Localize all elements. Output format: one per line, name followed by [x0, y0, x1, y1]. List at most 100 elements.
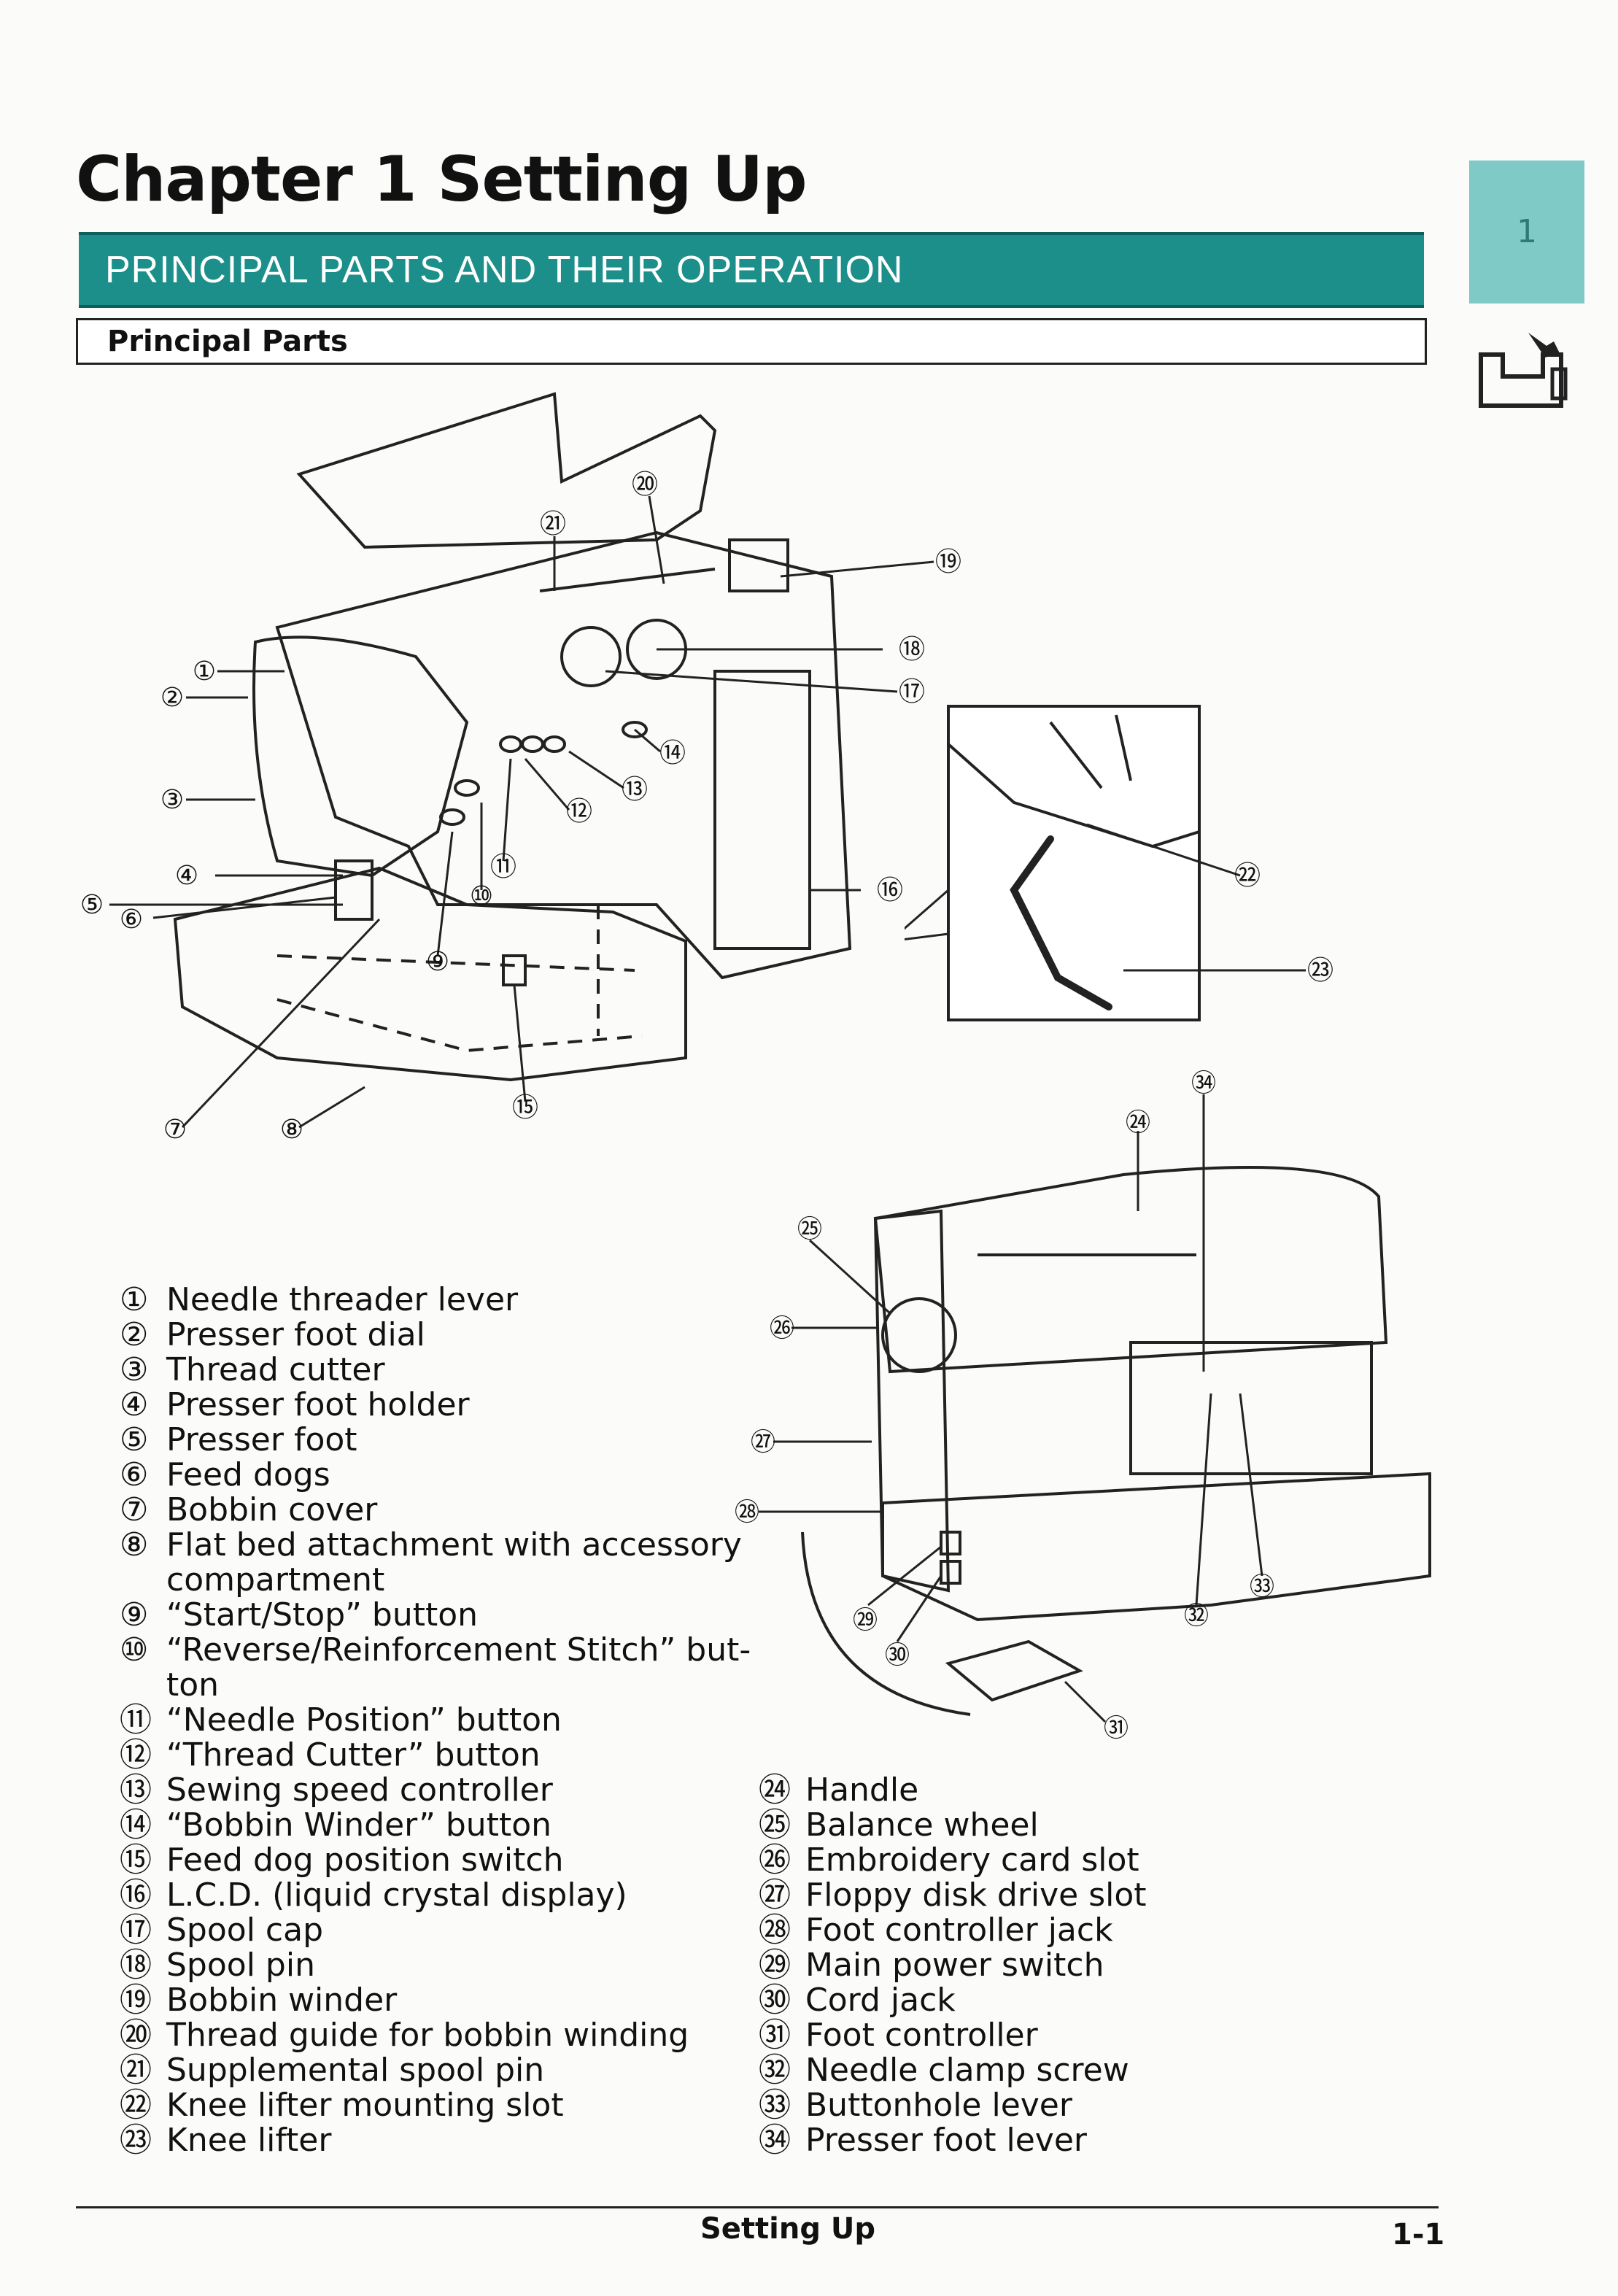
- legend-label: Thread guide for bobbin winding: [166, 2017, 689, 2054]
- legend-item: ㉕ Balance wheel: [759, 1808, 1357, 1843]
- legend-label: Foot controller jack: [805, 1912, 1113, 1949]
- legend-label: Presser foot: [166, 1421, 357, 1458]
- legend-number: ㉙: [759, 1947, 791, 1984]
- legend-label: Bobbin cover: [166, 1491, 378, 1528]
- legend-number: ①: [120, 1281, 149, 1318]
- legend-label: Handle: [805, 1771, 919, 1809]
- callout-10: ⑩: [470, 881, 493, 911]
- subsection-title: Principal Parts: [107, 325, 348, 358]
- chapter-tab-number: 1: [1517, 213, 1537, 250]
- legend-item: ⑨ “Start/Stop” button: [120, 1598, 703, 1633]
- callout-5: ⑤: [80, 890, 104, 920]
- legend-label: Needle threader lever: [166, 1281, 519, 1318]
- legend-number: ㉗: [759, 1876, 791, 1914]
- legend-item: ton: [120, 1668, 703, 1703]
- machine-bed: [173, 866, 687, 1082]
- callout-28: ㉘: [735, 1498, 759, 1527]
- section-banner: PRINCIPAL PARTS AND THEIR OPERATION: [79, 232, 1424, 308]
- footer-rule: [76, 2206, 1439, 2208]
- legend-label: Balance wheel: [805, 1806, 1039, 1844]
- legend-item: ㉜ Needle clamp screw: [759, 2053, 1357, 2088]
- legend-label: Knee lifter: [166, 2122, 332, 2159]
- machine-arm: [275, 530, 852, 980]
- legend-label: “Thread Cutter” button: [166, 1736, 541, 1774]
- legend-label: Embroidery card slot: [805, 1841, 1139, 1879]
- legend-label: Presser foot dial: [166, 1316, 425, 1353]
- callout-12: ⑫: [566, 797, 592, 827]
- callout-23: ㉓: [1307, 956, 1334, 986]
- legend-label: “Start/Stop” button: [166, 1596, 479, 1634]
- legend-label: Presser foot holder: [166, 1386, 470, 1423]
- callout-24: ㉔: [1126, 1108, 1150, 1137]
- top-cover-lid: [296, 392, 717, 549]
- legend-item: ㉓ Knee lifter: [120, 2123, 703, 2158]
- legend-item: ㉑ Supplemental spool pin: [120, 2053, 703, 2088]
- legend-label: “Needle Position” button: [166, 1701, 562, 1739]
- callout-8: ⑧: [280, 1115, 303, 1145]
- callout-9: ⑨: [426, 947, 449, 977]
- legend-number: ⑨: [120, 1596, 149, 1634]
- legend-label: Thread cutter: [166, 1351, 385, 1388]
- legend-item: ⑪“Needle Position” button: [120, 1703, 703, 1738]
- subsection-box: Principal Parts: [76, 318, 1427, 365]
- legend-item: ⑦ Bobbin cover: [120, 1493, 703, 1528]
- legend-label: “Reverse/Reinforcement Stitch” but-: [166, 1631, 751, 1669]
- legend-number: ⑬: [120, 1771, 152, 1809]
- legend-label: Feed dogs: [166, 1456, 330, 1493]
- machine-head: [252, 635, 469, 878]
- legend-number: ③: [120, 1351, 149, 1388]
- legend-number: ⑰: [120, 1912, 152, 1949]
- legend-number: ㉒: [120, 2087, 152, 2124]
- legend-number: ⑩: [120, 1631, 149, 1669]
- legend-item: ⑭“Bobbin Winder” button: [120, 1808, 703, 1843]
- legend-number: ⑤: [120, 1421, 149, 1458]
- callout-34: ㉞: [1191, 1069, 1216, 1098]
- legend-number: ⑧: [120, 1526, 149, 1563]
- legend-label: Cord jack: [805, 1982, 956, 2019]
- legend-number: ㉑: [120, 2052, 152, 2089]
- legend-number: ㉜: [759, 2052, 791, 2089]
- legend-number: ㉞: [759, 2122, 791, 2159]
- callout-31: ㉛: [1104, 1714, 1129, 1743]
- legend-number: ㉓: [120, 2122, 152, 2159]
- legend-number: ㉔: [759, 1771, 791, 1809]
- callout-18: ⑱: [899, 635, 925, 665]
- callout-20: ⑳: [632, 470, 658, 500]
- legend-item: ⑰ Spool cap: [120, 1913, 703, 1948]
- legend-number: ㉕: [759, 1806, 791, 1844]
- legend-label: Presser foot lever: [805, 2122, 1088, 2159]
- legend-item: ㉞ Presser foot lever: [759, 2123, 1357, 2158]
- legend-label: ton: [166, 1666, 220, 1704]
- callout-29: ㉙: [853, 1606, 878, 1635]
- legend-label: Sewing speed controller: [166, 1771, 553, 1809]
- legend-number: ⑦: [120, 1491, 149, 1528]
- legend-label: Needle clamp screw: [805, 2052, 1129, 2089]
- knee-lifter-inset: ㉒ ㉓: [905, 705, 1334, 1021]
- callout-11: ⑪: [490, 852, 516, 882]
- legend-label: Floppy disk drive slot: [805, 1876, 1147, 1914]
- callout-17: ⑰: [899, 677, 925, 707]
- callout-16: ⑯: [877, 876, 903, 905]
- lcd-panel: [713, 670, 811, 950]
- foot-controller-pedal: [945, 1639, 1083, 1702]
- legend-number: ⑲: [120, 1982, 152, 2019]
- legend-label: Supplemental spool pin: [166, 2052, 545, 2089]
- legend-number: ⑳: [120, 2017, 152, 2054]
- legend-number: ②: [120, 1316, 149, 1353]
- legend-number: ⑯: [120, 1876, 152, 1914]
- callout-21: ㉑: [540, 509, 566, 539]
- legend-item: compartment: [120, 1563, 703, 1598]
- section-title: PRINCIPAL PARTS AND THEIR OPERATION: [105, 249, 904, 291]
- legend-label: Spool cap: [166, 1912, 323, 1949]
